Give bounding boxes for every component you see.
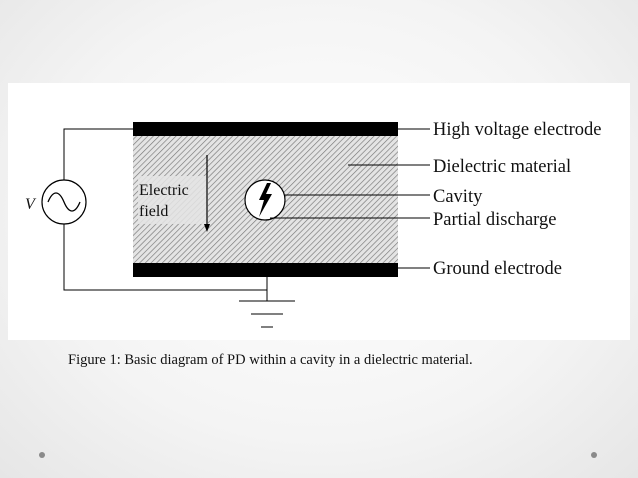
slide-decor-dot-right [591, 452, 597, 458]
label-ground-electrode: Ground electrode [433, 259, 562, 279]
field-label-line1: Electric [139, 182, 189, 199]
sine-wave-icon [47, 192, 81, 212]
label-high-voltage-electrode: High voltage electrode [433, 120, 602, 140]
slide-decor-dot-left [39, 452, 45, 458]
source-symbol: V [25, 196, 37, 213]
field-label-box [138, 176, 208, 224]
field-label-line2: field [139, 203, 168, 220]
figure-caption: Figure 1: Basic diagram of PD within a c… [68, 352, 473, 368]
high-voltage-electrode [133, 122, 398, 136]
label-partial-discharge: Partial discharge [433, 210, 556, 230]
ground-electrode [133, 263, 398, 277]
pd-diagram: V Electric field High voltage elect [25, 120, 602, 328]
field-arrow-head-icon [204, 224, 210, 232]
earth-ground-icon [239, 300, 295, 328]
lightning-bolt-icon [259, 183, 272, 217]
figure-panel: V Electric field High voltage elect [8, 83, 630, 340]
wire-bottom [63, 224, 267, 291]
label-dielectric-material: Dielectric material [433, 157, 571, 177]
wire-top [63, 128, 133, 180]
label-cavity: Cavity [433, 187, 483, 207]
